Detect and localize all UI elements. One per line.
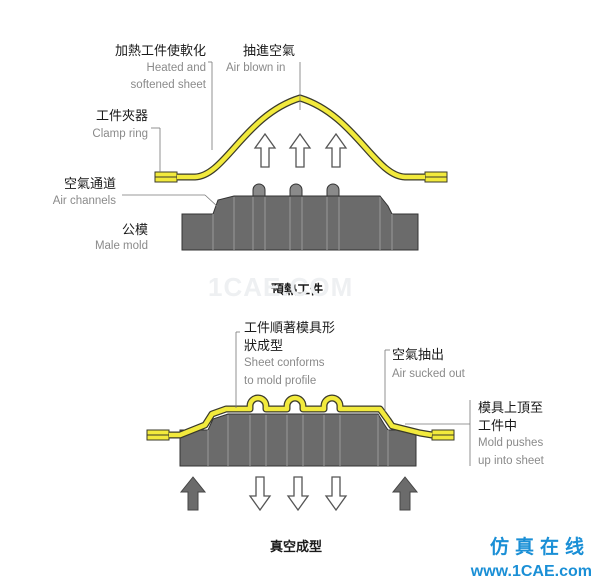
mold-push-arrows xyxy=(179,476,419,511)
air-in-arrow-1 xyxy=(253,132,277,168)
air-in-arrow-2 xyxy=(288,132,312,168)
conform-label-en-1: Sheet conforms xyxy=(244,357,325,369)
clamp-stub-right-bottom xyxy=(431,429,455,441)
mold-push-label-cn-2: 工件中 xyxy=(478,419,518,434)
air-in-label-en: Air blown in xyxy=(226,62,286,74)
conform-label-cn-2: 狀成型 xyxy=(244,339,284,354)
air-sucked-label-cn: 空氣抽出 xyxy=(392,348,445,363)
heated-sheet-label-en-2: softened sheet xyxy=(130,79,206,91)
brand-url: www.1CAE.com xyxy=(470,563,592,580)
conform-label-cn-1: 工件順著模具形 xyxy=(244,321,336,336)
air-in-label-cn: 抽進空氣 xyxy=(243,44,296,59)
mold-push-label-cn-1: 模具上頂至 xyxy=(478,401,544,416)
air-channels-label-en: Air channels xyxy=(52,195,116,207)
male-mold-bottom xyxy=(179,413,417,467)
mold-push-label-en-2: up into sheet xyxy=(478,455,544,467)
air-out-arrows xyxy=(248,476,348,512)
watermark: 1CAE.COM xyxy=(208,272,354,302)
mold-push-arrow-right xyxy=(391,476,419,511)
conform-label-en-2: to mold profile xyxy=(244,375,317,387)
air-out-arrow-1 xyxy=(248,476,272,512)
air-in-arrows xyxy=(253,132,348,168)
heated-sheet-label-en-1: Heated and xyxy=(146,62,206,74)
air-out-arrow-3 xyxy=(324,476,348,512)
male-mold-label-cn: 公模 xyxy=(121,223,148,238)
air-channels-label-cn: 空氣通道 xyxy=(63,177,116,192)
air-in-arrow-3 xyxy=(324,132,348,168)
heated-sheet-label-cn: 加熱工件使軟化 xyxy=(114,44,206,59)
air-out-arrow-2 xyxy=(286,476,310,512)
air-sucked-label-en: Air sucked out xyxy=(392,368,465,380)
clamp-ring-right xyxy=(424,171,448,183)
preheat-caption: 預熱工件 xyxy=(271,283,324,298)
male-mold-label-en: Male mold xyxy=(94,240,148,252)
mold-push-arrow-left xyxy=(179,476,207,511)
clamp-stub-left-bottom xyxy=(146,429,170,441)
clamp-ring-label-cn: 工件夾器 xyxy=(95,109,148,124)
clamp-ring-left xyxy=(154,171,178,183)
mold-push-label-en-1: Mold pushes xyxy=(478,437,544,449)
male-mold-top xyxy=(181,183,419,251)
vacuum-forming-caption: 真空成型 xyxy=(270,540,323,555)
clamp-ring-label-en: Clamp ring xyxy=(92,128,148,140)
brand-name: 仿真在线 xyxy=(489,536,590,558)
